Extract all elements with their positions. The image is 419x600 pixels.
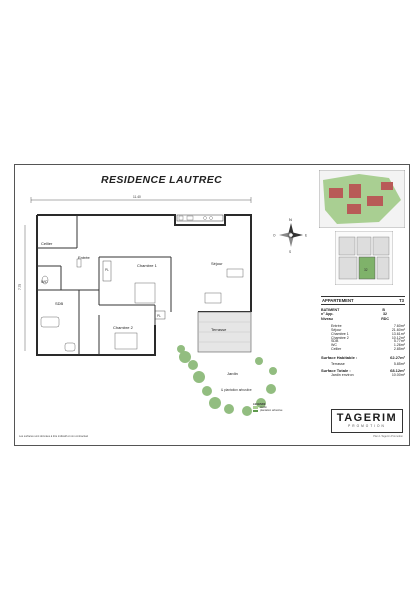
interior-walls xyxy=(37,215,172,355)
kitchen-counter xyxy=(176,214,224,222)
legend-swatch-plantation xyxy=(253,409,258,413)
disclaimer: Les surfaces sont données à titre indica… xyxy=(19,435,89,438)
room-label-sdb: SDB xyxy=(55,301,64,306)
bed-chambre1 xyxy=(134,282,156,304)
minimap-unit-label: 32 xyxy=(364,268,368,272)
area-label: SDB xyxy=(331,339,339,344)
area-row: Chambre 1 13.61m² xyxy=(331,331,405,337)
site-plan-minimap xyxy=(319,170,405,228)
width-dimension-label: 11.40 xyxy=(133,195,141,199)
numero-row: n° App. 32 xyxy=(321,312,405,316)
floor-plan: 11.40 7.75 xyxy=(18,195,307,416)
terrasse-row: Terrasse 5.85m² xyxy=(331,362,405,366)
footer-right: Plan 1 Tagerim Promotion xyxy=(373,435,403,438)
room-label-wc: WC xyxy=(41,279,48,284)
compass-west: O xyxy=(273,234,276,238)
legend-title: LEGENDE xyxy=(253,403,266,406)
batiment-label: BATIMENT xyxy=(321,308,340,312)
compass-rose: N S E O xyxy=(273,217,307,254)
area-row: SDB 5.77m² xyxy=(331,340,405,344)
plan-sheet: RESIDENCE LAUTREC 11.40 7.75 xyxy=(14,164,410,446)
area-value: 21.60m² xyxy=(391,328,405,333)
jardin-row: Jardin environ 10.00m² xyxy=(331,373,405,377)
dining-table xyxy=(204,292,222,304)
entrance-door xyxy=(76,258,82,268)
bathtub xyxy=(40,316,60,328)
area-row: Séjour 21.60m² xyxy=(331,328,405,333)
batiment-value: B xyxy=(382,308,385,312)
svg-text:PL: PL xyxy=(157,314,161,318)
area-label: Séjour xyxy=(331,328,342,333)
area-label: WC xyxy=(331,343,337,348)
legend: LEGENDE Jardin plantation arbustive xyxy=(253,403,303,413)
area-value: 7.60m² xyxy=(393,324,405,329)
legend-label-plantation: plantation arbustive xyxy=(260,409,283,413)
area-row: Cellier 2.85m² xyxy=(331,347,405,352)
room-label-cellier: Cellier xyxy=(41,241,53,246)
area-value: 13.61m² xyxy=(391,331,405,336)
compass-south: S xyxy=(289,250,291,254)
garden-plantation xyxy=(177,345,277,416)
wardrobe-chambre2 xyxy=(154,310,166,320)
tagerim-logo: TAGERIM PROMOTION xyxy=(331,409,403,433)
legend-label-jardin: Jardin xyxy=(260,406,268,409)
height-dimension-label: 7.75 xyxy=(18,284,22,290)
room-label-entree: Entrée xyxy=(78,255,91,260)
compass-east: E xyxy=(305,234,307,238)
jardin-value: 10.00m² xyxy=(391,373,405,378)
toilet xyxy=(41,275,49,285)
area-value: 5.77m² xyxy=(393,339,405,344)
room-area-list: Entrée 7.60m² Séjour 21.60m² Chambre 1 13.6… xyxy=(331,324,405,352)
area-value: 10.12m² xyxy=(391,335,405,340)
building-location-minimap: 32 xyxy=(335,231,393,285)
brand-name: TAGERIM xyxy=(336,412,398,424)
room-label-plantation: & plantation arbustive xyxy=(221,388,252,392)
numero-label: n° App. xyxy=(321,312,334,317)
terrasse-label: Terrasse xyxy=(331,361,345,366)
apartment-header-label: APPARTEMENT xyxy=(322,298,354,303)
surface-totale-value: 68.12m² xyxy=(390,368,405,374)
brand-sub: PROMOTION xyxy=(348,424,386,428)
terrasse-value: 5.85m² xyxy=(393,361,405,366)
niveau-row: Niveau RDC xyxy=(321,317,405,321)
surface-habitable-label: Surface Habitable : xyxy=(321,354,358,360)
apartment-type: T3 xyxy=(399,298,404,303)
svg-text:PL: PL xyxy=(105,268,109,272)
area-label: Entrée xyxy=(331,324,342,329)
sofa xyxy=(226,268,244,278)
bed-chambre2 xyxy=(114,332,138,350)
wardrobe-chambre1 xyxy=(102,260,112,282)
legend-row-jardin: Jardin xyxy=(253,406,303,409)
numero-value: 32 xyxy=(383,312,387,317)
surface-totale-row: Surface Totale : 68.12m² xyxy=(321,368,405,373)
area-row: Chambre 2 10.12m² xyxy=(331,335,405,341)
jardin-label: Jardin environ xyxy=(331,373,354,378)
area-value: 1.26m² xyxy=(393,343,405,348)
washbasin xyxy=(64,342,76,352)
area-row: WC 1.26m² xyxy=(331,343,405,348)
surface-habitable-row: Surface Habitable : 62.27m² xyxy=(321,355,405,360)
area-label: Chambre 1 xyxy=(331,331,349,336)
niveau-label: Niveau xyxy=(321,316,333,321)
room-label-jardin: Jardin xyxy=(227,371,238,376)
area-label: Cellier xyxy=(331,347,342,351)
room-label-sejour: Séjour xyxy=(211,261,223,266)
surface-habitable-value: 62.27m² xyxy=(390,354,405,360)
area-value: 2.85m² xyxy=(393,347,405,351)
niveau-value: RDC xyxy=(381,316,389,321)
room-label-terrasse: Terrasse xyxy=(211,327,227,332)
residence-title: RESIDENCE LAUTREC xyxy=(101,174,223,186)
batiment-row: BATIMENT B xyxy=(321,308,405,312)
room-label-chambre2: Chambre 2 xyxy=(113,325,134,330)
apartment-header: APPARTEMENT T3 xyxy=(321,296,405,305)
apartment-info-panel: APPARTEMENT T3 BATIMENT B n° App. 32 Niv… xyxy=(321,296,405,378)
legend-swatch-jardin xyxy=(253,406,258,409)
room-label-chambre1: Chambre 1 xyxy=(137,263,158,268)
surface-totale-label: Surface Totale : xyxy=(321,368,351,374)
compass-north: N xyxy=(289,217,292,222)
area-row: Entrée 7.60m² xyxy=(331,324,405,329)
legend-row-plantation: plantation arbustive xyxy=(253,409,303,412)
area-label: Chambre 2 xyxy=(331,335,349,340)
